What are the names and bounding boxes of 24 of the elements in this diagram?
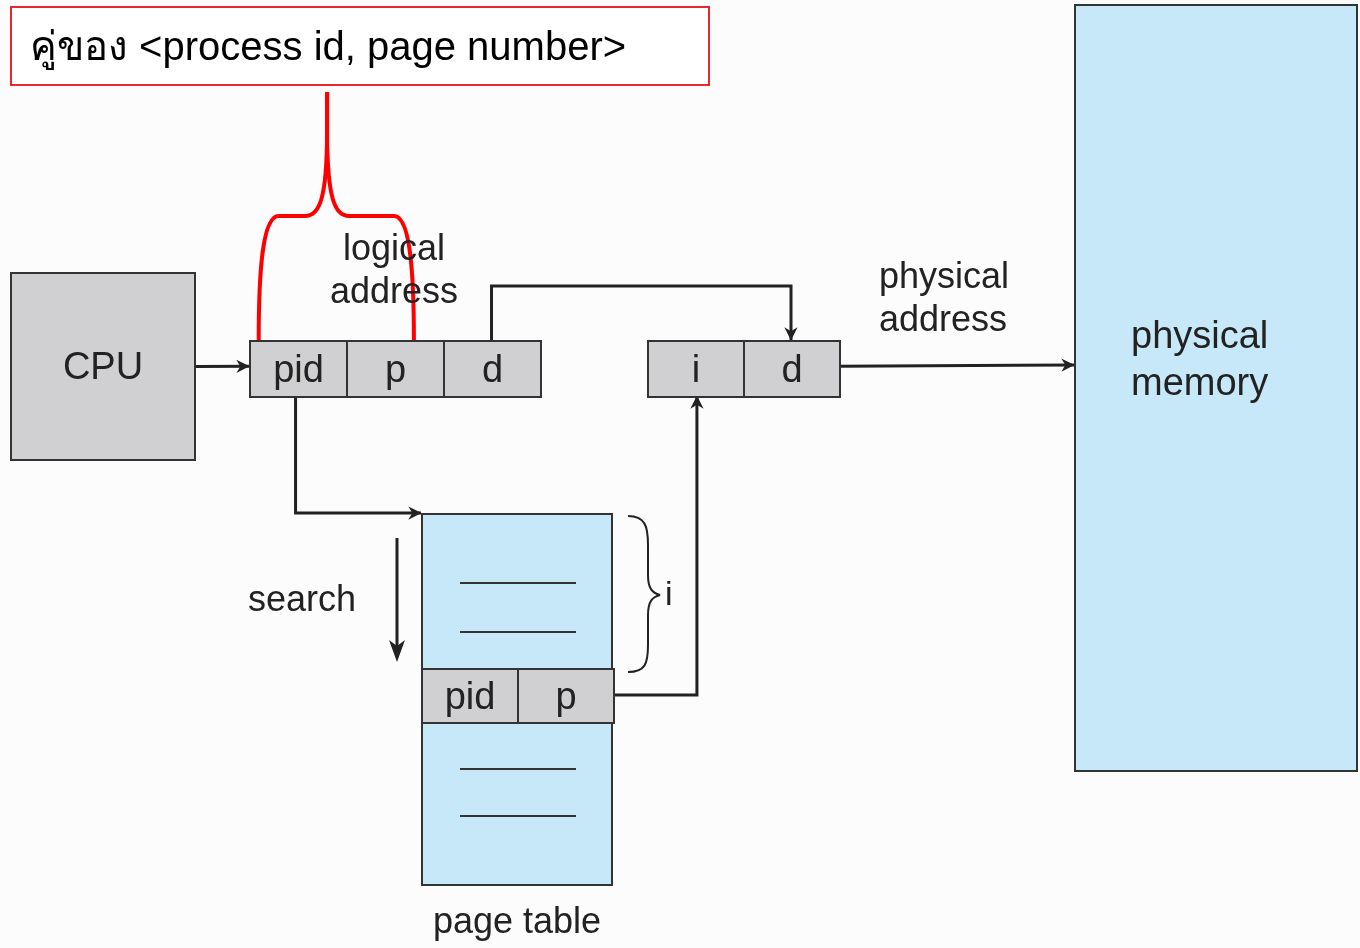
box-label: CPU	[62, 343, 144, 389]
callout-box	[10, 6, 710, 86]
field-label: pid	[273, 350, 324, 388]
field-label: p	[555, 677, 577, 715]
address-field	[743, 340, 841, 398]
field-label: i	[691, 350, 701, 388]
arrow	[490, 284, 798, 341]
cpu-box	[10, 272, 196, 461]
memory-block	[1074, 4, 1358, 772]
address-field	[421, 668, 519, 724]
direction-label: search	[248, 578, 357, 620]
field-label: d	[781, 350, 803, 388]
heading-text: physical address	[879, 254, 1011, 341]
arrow	[196, 359, 250, 373]
box-label: physical memory	[1131, 312, 1270, 405]
field-label: p	[384, 350, 407, 388]
heading-text: page table	[431, 899, 603, 943]
arrow	[294, 396, 422, 520]
address-field	[443, 340, 542, 398]
callout-text: คู่ของ <process id, page number>	[30, 23, 627, 72]
brace-label: i	[665, 574, 673, 613]
address-field	[517, 668, 615, 724]
field-label: d	[481, 350, 504, 388]
field-label: pid	[444, 677, 496, 715]
